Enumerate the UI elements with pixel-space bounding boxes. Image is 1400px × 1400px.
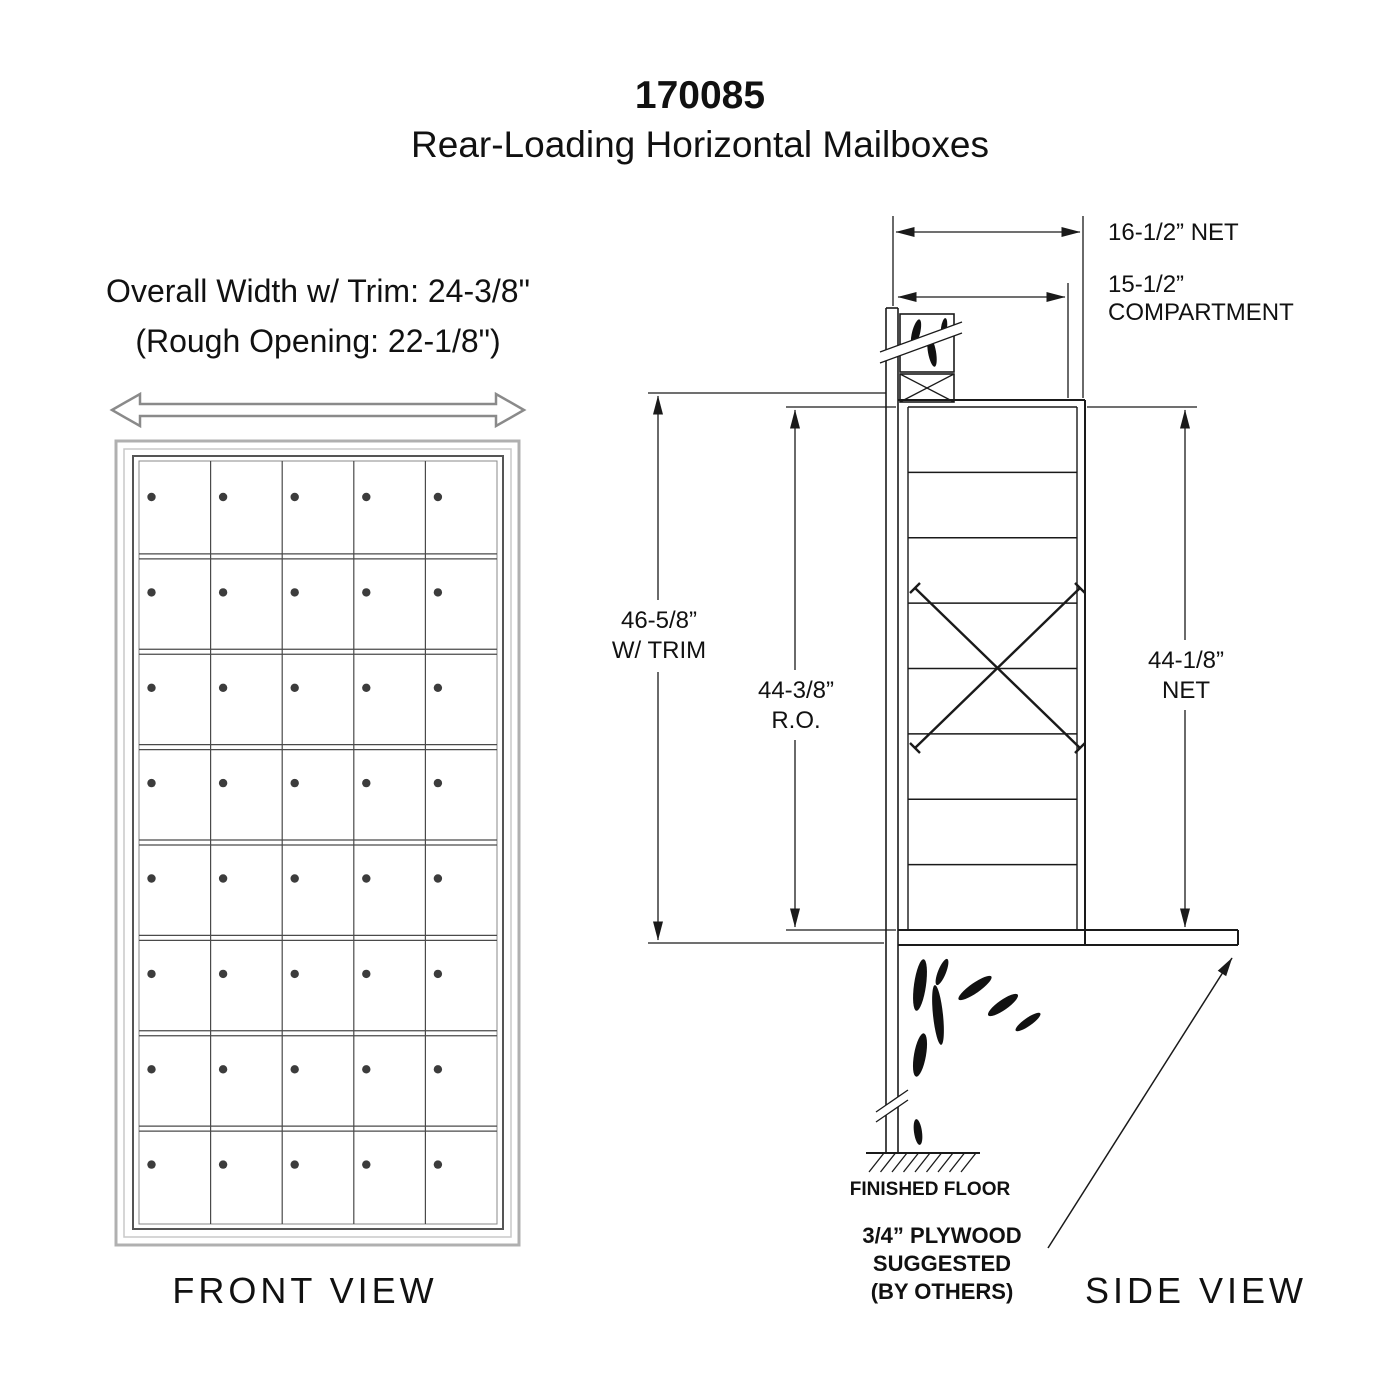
door-lock-dot [433,1065,443,1074]
door-lock-dot [218,969,228,979]
door-lock-dot [362,588,371,597]
cross-brace [909,582,1086,754]
plywood-note-3: (BY OTHERS) [871,1279,1014,1304]
plywood-note-2: SUGGESTED [873,1251,1011,1276]
dim-compartment-label-2: COMPARTMENT [1108,299,1294,326]
door-lock-dot [433,1160,443,1169]
door-lock-dot [362,1065,371,1074]
dim-ro-label-bg [744,670,846,740]
floor-hatch [868,1152,977,1173]
plywood-leader-line [1047,957,1233,1249]
dim-ro-height-label-1: 44-3/8” [758,677,834,704]
door-lock-dot [362,874,371,883]
door-lock-dot [362,492,371,502]
dim-net-label-bg [1128,640,1244,710]
door-lock-dot [218,1065,228,1074]
door-lock-dot [362,778,371,788]
door-lock-dot [218,1160,228,1169]
side-view-label: SIDE VIEW [1085,1270,1307,1311]
dim-trim-height-label-1: 46-5/8” [621,607,697,634]
door-lock-dot [433,492,443,502]
plywood-note-1: 3/4” PLYWOOD [862,1223,1021,1248]
rough-opening-note: (Rough Opening: 22-1/8") [135,323,500,359]
front-view-label: FRONT VIEW [172,1270,437,1311]
door-lock-dot [147,969,156,979]
door-lock-dot [147,778,156,788]
door-lock-dot [218,492,228,502]
door-lock-dot [433,588,443,597]
mailbox-door-grid [139,461,497,1224]
dim-ro-height [786,406,896,931]
door-lock-dot [147,1065,156,1074]
compartment-shelf-lines [908,471,1077,866]
door-lock-dot [147,1160,156,1169]
drawing-subtitle: Rear-Loading Horizontal Mailboxes [411,124,989,165]
plywood-shelf [898,929,1239,946]
overall-width-arrow [109,391,527,429]
break-symbol [880,322,962,363]
door-lock-dot [147,588,156,597]
dim-net-width-label: 16-1/2” NET [1108,219,1239,246]
dim-net-height-label-1: 44-1/8” [1148,647,1224,674]
dim-trim-label-bg [601,600,717,672]
door-lock-dot [362,683,371,692]
door-lock-dot [290,1160,299,1169]
finished-floor [866,1152,980,1173]
dim-trim-height-label-2: W/ TRIM [612,637,706,664]
wall-break-symbol [875,1089,909,1123]
dim-net-height-label-2: NET [1162,677,1210,704]
wall-section [885,307,899,1153]
door-lock-dot [362,1160,371,1169]
door-lock-dot [290,1065,299,1074]
door-lock-dot [290,874,299,883]
door-lock-dot [433,874,443,883]
model-number: 170085 [635,74,765,117]
wall-blocking-top [879,313,963,403]
door-lock-dot [290,492,299,502]
door-lock-dot [433,683,443,692]
dim-ro-height-label-2: R.O. [771,707,820,734]
door-lock-dot [218,683,228,692]
dim-compartment [897,283,1069,398]
finished-floor-label: FINISHED FLOOR [850,1179,1011,1200]
door-lock-dot [218,588,228,597]
door-lock-dot [218,778,228,788]
door-lock-dot [218,874,228,883]
door-lock-dot [290,683,299,692]
wall-blocking-bottom [912,958,1041,1145]
overall-width-note: Overall Width w/ Trim: 24-3/8" [106,273,530,309]
dim-net-width [892,216,1084,398]
dim-compartment-label-1: 15-1/2” [1108,271,1184,298]
door-lock-dot [362,969,371,979]
door-lock-dot [147,874,156,883]
front-view-frame [114,439,521,1247]
door-lock-dot [290,778,299,788]
door-lock-dot [433,778,443,788]
door-lock-dot [147,492,156,502]
door-lock-dot [290,969,299,979]
door-lock-dot [290,588,299,597]
door-lock-dot [147,683,156,692]
door-lock-dot [433,969,443,979]
